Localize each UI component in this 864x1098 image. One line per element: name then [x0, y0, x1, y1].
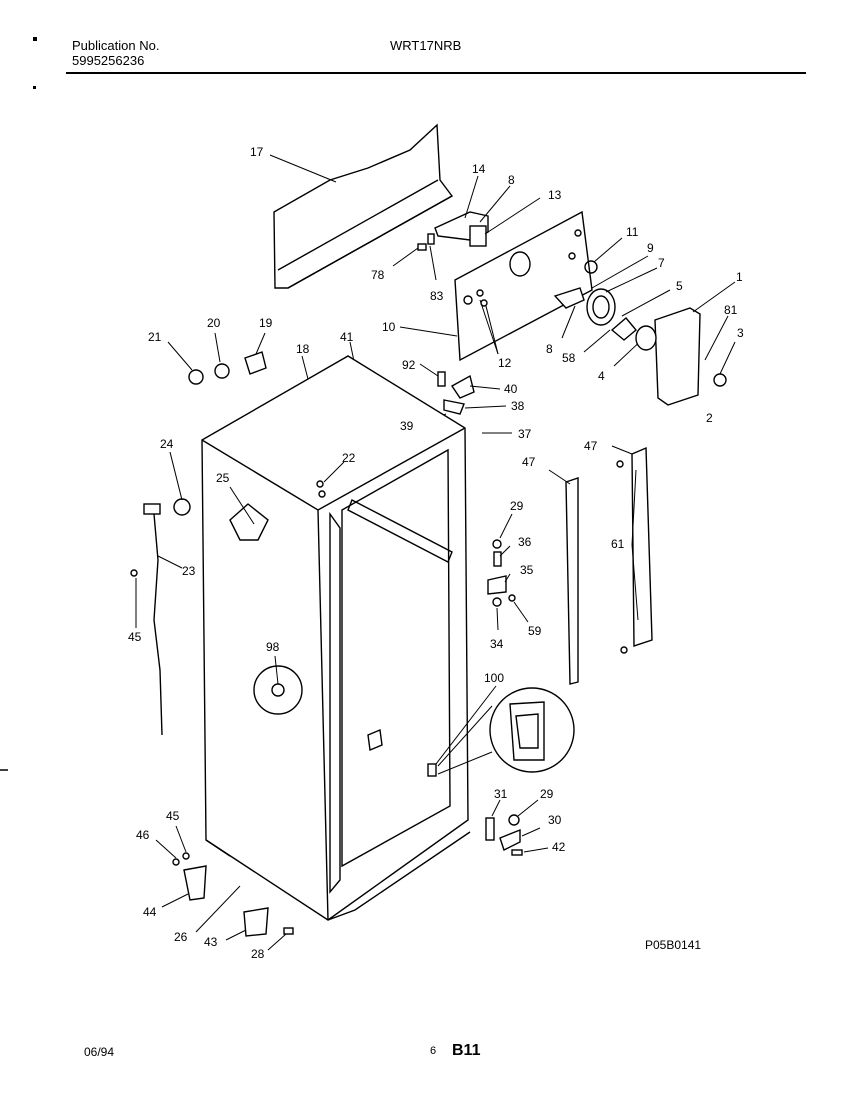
part-1-control-housing [635, 281, 736, 406]
part-top-hinge-hardware [419, 363, 512, 434]
callout-47b: 47 [584, 439, 598, 453]
publication-number: 5995256236 [72, 53, 145, 68]
part-47-61-trim-strips [548, 445, 653, 685]
callout-17: 17 [250, 145, 264, 159]
callout-8: 8 [508, 173, 515, 187]
callout-23: 23 [182, 564, 196, 578]
callout-39: 39 [400, 419, 414, 433]
callout-45b: 45 [166, 809, 180, 823]
callout-4: 4 [598, 369, 605, 383]
callout-47: 47 [522, 455, 536, 469]
callout-2: 2 [706, 411, 713, 425]
callout-10: 10 [382, 320, 396, 334]
callout-34: 34 [490, 637, 504, 651]
callout-41: 41 [340, 330, 354, 344]
callout-13: 13 [548, 188, 562, 202]
callout-1: 1 [736, 270, 743, 284]
callout-36: 36 [518, 535, 532, 549]
footer-date: 06/94 [84, 1045, 115, 1059]
callout-30: 30 [548, 813, 562, 827]
part-middle-hinge-hardware [487, 513, 529, 631]
callout-38: 38 [511, 399, 525, 413]
callout-21: 21 [148, 330, 162, 344]
footer-page-number: 6 [430, 1045, 437, 1057]
margin-mark [33, 37, 37, 41]
margin-mark [33, 86, 36, 89]
callout-8b: 8 [546, 342, 553, 356]
callout-22: 22 [342, 451, 356, 465]
callout-98: 98 [266, 640, 280, 654]
part-98-label [253, 655, 303, 715]
callout-26: 26 [174, 930, 188, 944]
footer-page-code: B11 [452, 1042, 481, 1059]
callout-40: 40 [504, 382, 518, 396]
callout-7: 7 [658, 256, 665, 270]
callout-24: 24 [160, 437, 174, 451]
callout-44: 44 [143, 905, 157, 919]
callout-59: 59 [528, 624, 542, 638]
callout-83: 83 [430, 289, 444, 303]
callout-43: 43 [204, 935, 218, 949]
callout-18: 18 [296, 342, 310, 356]
part-21-20-19-knobs [167, 332, 267, 385]
publication-label: Publication No. [72, 38, 160, 53]
part-lower-hinge-hardware [485, 799, 549, 856]
part-14-bracket [434, 175, 541, 247]
callout-35: 35 [520, 563, 534, 577]
callout-92: 92 [402, 358, 416, 372]
part-lower-left-hardware [155, 825, 294, 951]
model-number: WRT17NRB [390, 38, 462, 53]
callout-61: 61 [611, 537, 625, 551]
callout-31: 31 [494, 787, 508, 801]
callout-78: 78 [371, 268, 385, 282]
callout-3: 3 [737, 326, 744, 340]
part-24-23-45-rod [130, 451, 191, 736]
callout-12: 12 [498, 356, 512, 370]
callout-11: 11 [626, 225, 639, 239]
callout-100: 100 [484, 671, 504, 685]
callout-81: 81 [724, 303, 738, 317]
part-fan-motor-assembly [553, 237, 671, 367]
callout-5: 5 [676, 279, 683, 293]
callout-labels: 17 14 8 13 78 83 11 9 7 5 1 81 3 10 12 8… [128, 145, 744, 961]
part-100-detail [427, 685, 575, 777]
callout-37: 37 [518, 427, 532, 441]
callout-58: 58 [562, 351, 576, 365]
callout-14: 14 [472, 162, 486, 176]
callout-29: 29 [510, 499, 524, 513]
part-17-top-channel [269, 123, 454, 289]
callout-28: 28 [251, 947, 265, 961]
part-cabinet-shell [201, 355, 471, 921]
callout-19: 19 [259, 316, 273, 330]
callout-42: 42 [552, 840, 566, 854]
diagram-code: P05B0141 [645, 938, 701, 952]
callout-45: 45 [128, 630, 142, 644]
part-25-insulation [229, 486, 269, 541]
callout-9: 9 [647, 241, 654, 255]
part-10-evaporator-cover [399, 210, 593, 362]
part-78-83-screws [392, 233, 437, 281]
callout-25: 25 [216, 471, 230, 485]
callout-29b: 29 [540, 787, 554, 801]
callout-20: 20 [207, 316, 221, 330]
callout-46: 46 [136, 828, 150, 842]
